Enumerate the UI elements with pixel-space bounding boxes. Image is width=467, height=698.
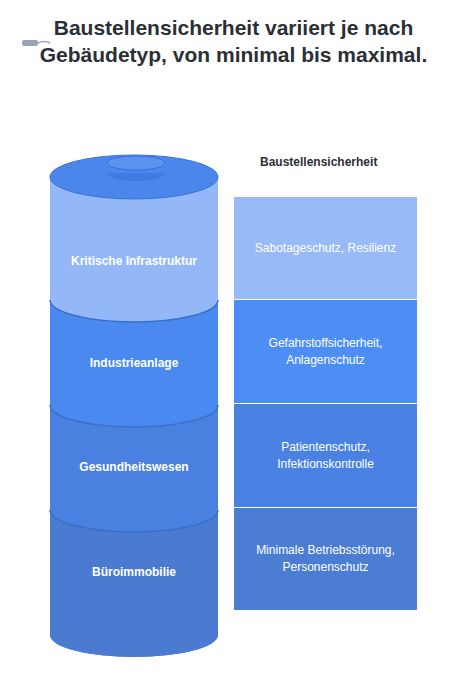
requirement-cell: Minimale Betriebsstörung, Personenschutz	[234, 508, 417, 611]
band-name: Gesundheitswesen	[79, 459, 188, 476]
requirement-text: Gefahrstoffsicherheit, Anlagenschutz	[250, 335, 401, 369]
cylinder-top	[50, 155, 218, 199]
requirement-cell: Sabotageschutz, Resilienz	[234, 197, 417, 300]
cylinder-band-label: Büroimmobilie	[50, 542, 218, 602]
requirement-text: Patientenschutz, Infektionskontrolle	[250, 439, 401, 473]
cylinder-band-label: Kritische Infrastruktur	[50, 231, 218, 291]
diagram-title: Baustellensicherheit variiert je nach Ge…	[20, 14, 447, 68]
requirement-cell: Patientenschutz, Infektionskontrolle	[234, 404, 417, 508]
requirement-text: Minimale Betriebsstörung, Personenschutz	[250, 542, 401, 576]
band-name: Kritische Infrastruktur	[71, 253, 197, 270]
requirement-text: Sabotageschutz, Resilienz	[255, 240, 396, 257]
band-name: Industrieanlage	[90, 355, 179, 372]
requirement-cell: Gefahrstoffsicherheit, Anlagenschutz	[234, 300, 417, 404]
cylinder-band-label: Industrieanlage	[50, 333, 218, 393]
cylinder-band-label: Gesundheitswesen	[50, 437, 218, 497]
column-header: Baustellensicherheit	[234, 154, 417, 170]
lid-top	[107, 156, 165, 170]
cylinder-band	[50, 510, 218, 657]
band-separator	[50, 300, 218, 532]
band-name: Büroimmobilie	[92, 564, 176, 581]
